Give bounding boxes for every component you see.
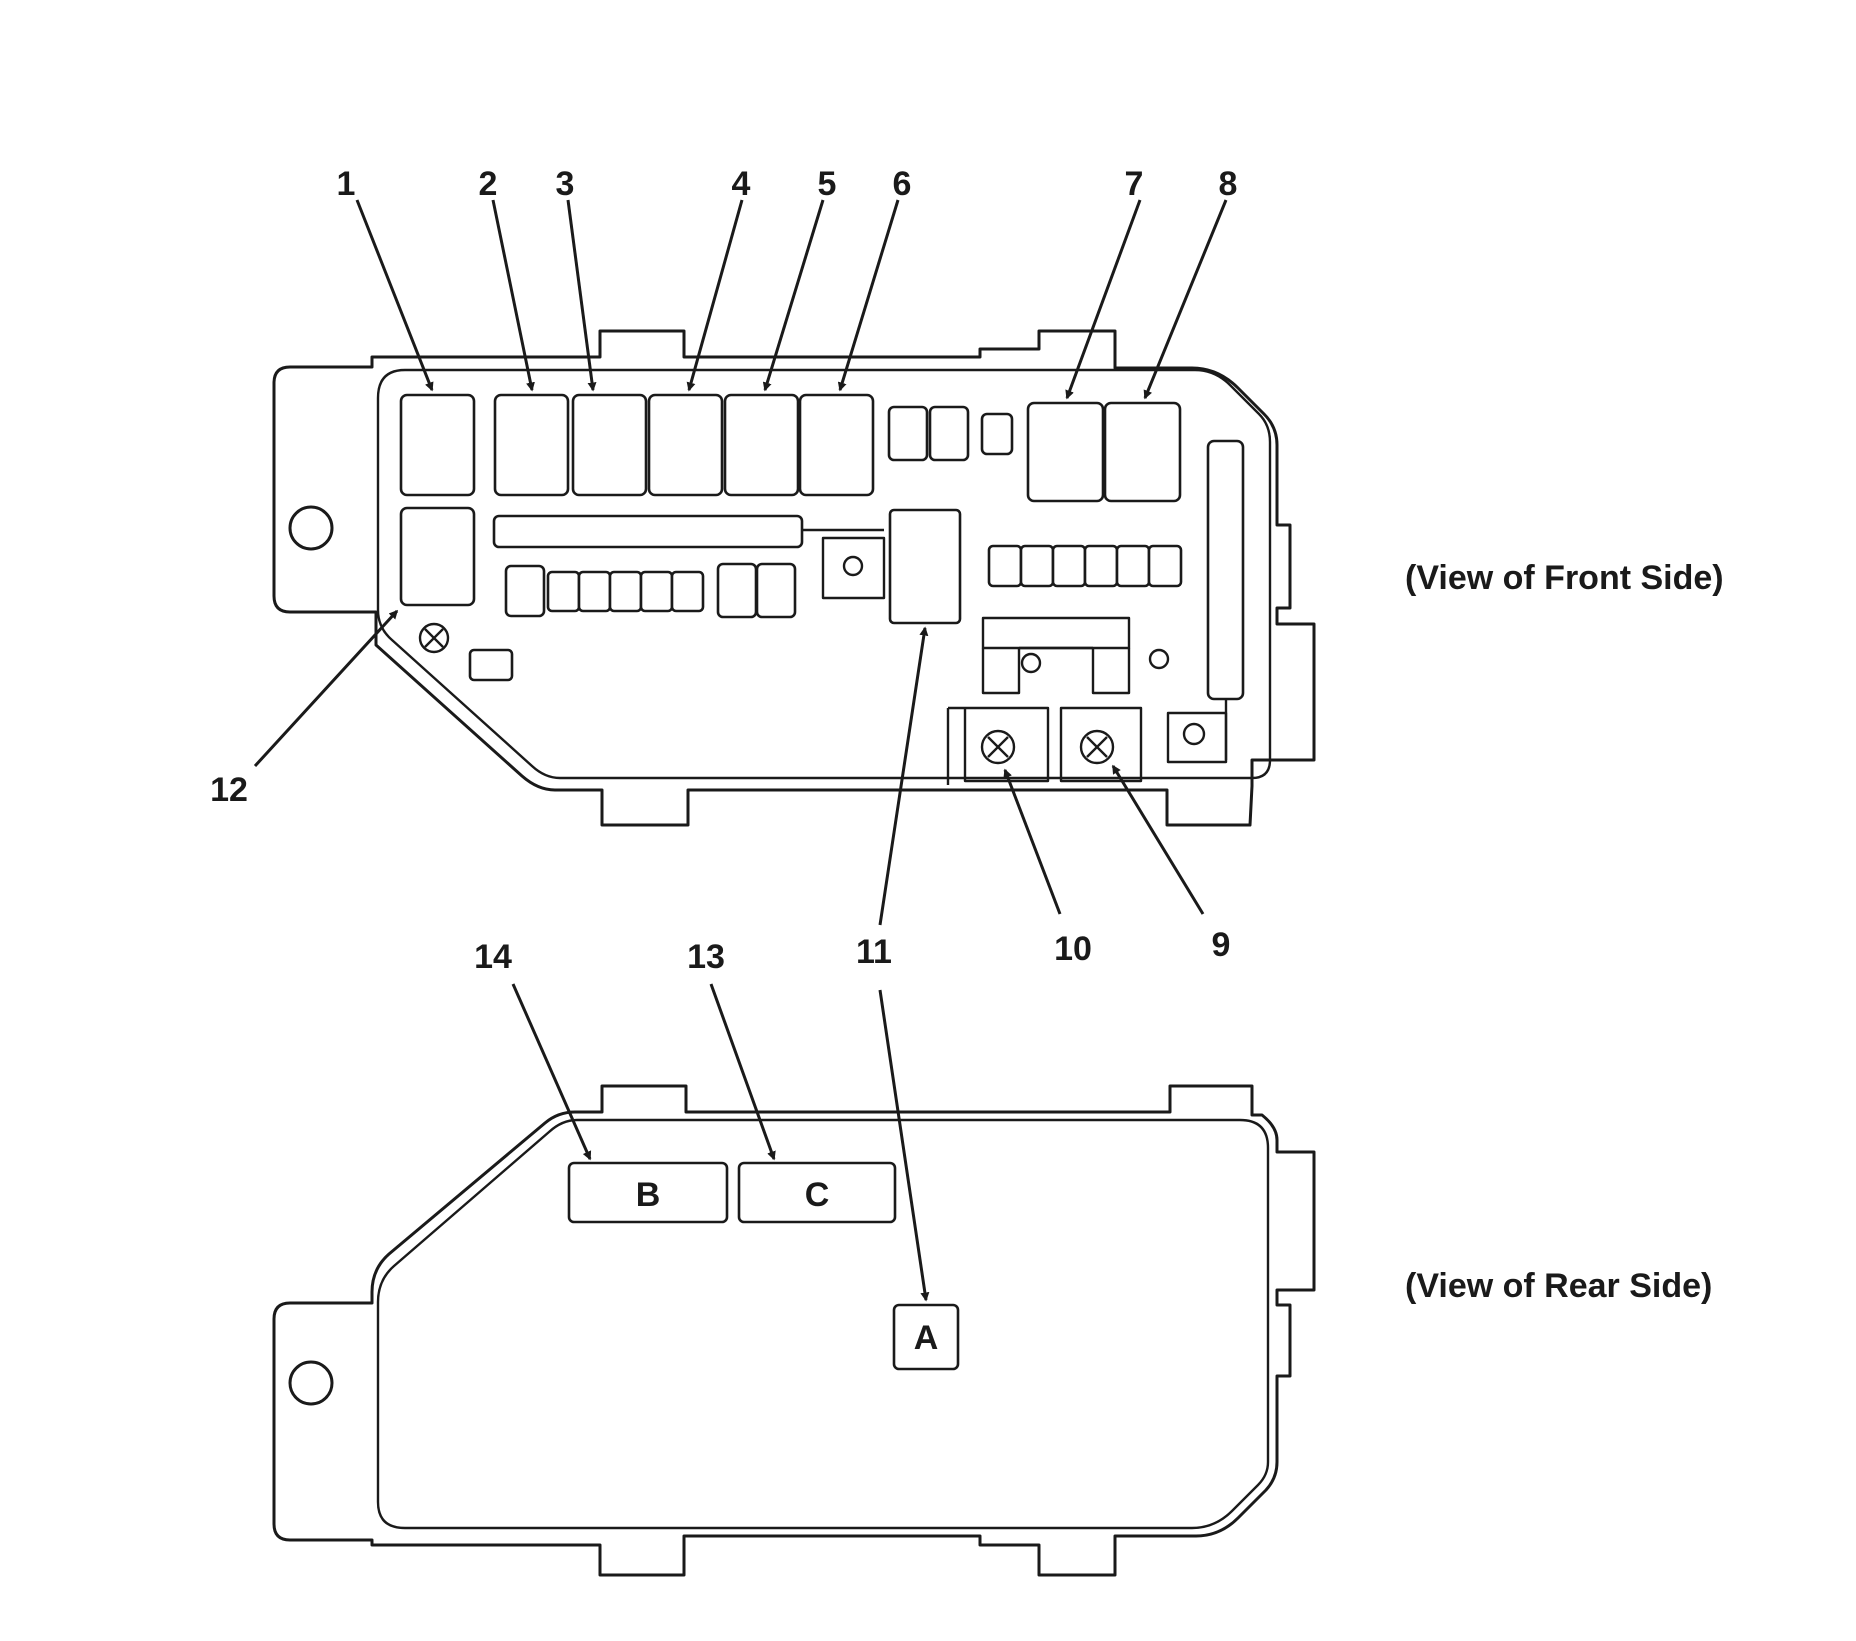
- callout-10: 10: [1054, 930, 1092, 968]
- rear-housing-inner-rim: [376, 1118, 1270, 1530]
- callout-13-arrow: [709, 983, 776, 1161]
- fuse-6: [798, 393, 875, 497]
- fuse-1: [399, 393, 476, 497]
- front-housing-outline: [272, 329, 1316, 827]
- rear-side-view: B C A: [272, 983, 1316, 1577]
- mini-fuse: [1147, 544, 1183, 588]
- mini-fuse: [1083, 544, 1119, 588]
- fuse-3: [571, 393, 648, 497]
- callout-3: 3: [556, 165, 575, 203]
- mini-fuse: [755, 562, 797, 619]
- terminal-9-housing: [1059, 706, 1143, 783]
- fuse-4: [647, 393, 724, 497]
- fuse-5: [723, 393, 800, 497]
- callout-7-arrow: [1065, 199, 1142, 400]
- terminal-hole: [842, 555, 864, 577]
- mini-fuse: [670, 570, 705, 613]
- rear-housing-outline: [272, 1084, 1316, 1577]
- connector-a: [892, 1303, 960, 1371]
- relay-11: [888, 508, 962, 625]
- mini-fuse: [1019, 544, 1055, 588]
- small-fuse: [887, 405, 929, 462]
- callout-6-arrow: [837, 199, 900, 392]
- small-clip: [468, 648, 514, 682]
- front-mounting-hole: [288, 505, 334, 551]
- front-housing-inner-rim: [376, 368, 1272, 780]
- screw-small: [418, 622, 450, 654]
- mini-fuse: [716, 562, 758, 619]
- relay-8: [1103, 401, 1182, 503]
- small-fuse: [928, 405, 970, 462]
- callout-8-arrow: [1143, 199, 1228, 400]
- callout-4: 4: [732, 165, 751, 203]
- mini-fuse: [608, 570, 643, 613]
- callout-11: 11: [856, 933, 892, 971]
- callout-5-arrow: [762, 199, 825, 392]
- small-fuse: [980, 412, 1014, 456]
- connector-c-label: C: [805, 1176, 830, 1214]
- front-side-view: [253, 199, 1316, 926]
- bracket-left-leg: [981, 648, 1021, 695]
- callout-7: 7: [1125, 165, 1144, 203]
- ground-terminal-hole: [1182, 722, 1206, 746]
- callout-11-arrow-up: [878, 626, 929, 926]
- fuse-12: [399, 506, 476, 607]
- connector-c: [737, 1161, 897, 1224]
- bracket-right-leg: [1091, 648, 1131, 695]
- terminal-9-screw: [1079, 729, 1115, 765]
- callout-8: 8: [1219, 165, 1238, 203]
- terminal-block: [821, 536, 886, 600]
- callout-9-arrow: [1111, 764, 1205, 915]
- connector-b-label: B: [636, 1176, 661, 1214]
- callout-6: 6: [893, 165, 912, 203]
- callout-3-arrow: [566, 199, 597, 392]
- callout-2-arrow: [491, 199, 535, 392]
- callout-13: 13: [687, 938, 725, 976]
- rear-mounting-hole: [288, 1360, 334, 1406]
- callout-1-arrow: [355, 199, 434, 392]
- front-view-label: (View of Front Side): [1405, 559, 1724, 597]
- fuse-bar: [492, 514, 804, 549]
- callout-1: 1: [337, 165, 356, 203]
- ground-terminal: [1166, 711, 1228, 764]
- callout-10-arrow: [1003, 768, 1062, 915]
- terminal-10-screw: [980, 729, 1016, 765]
- callout-11-arrow-down: [878, 989, 930, 1302]
- callout-2: 2: [479, 165, 498, 203]
- callout-12: 12: [210, 771, 248, 809]
- connector-b: [567, 1161, 729, 1224]
- rear-view-label: (View of Rear Side): [1405, 1267, 1712, 1305]
- connector-a-label: A: [914, 1319, 939, 1357]
- mini-fuse: [504, 564, 546, 618]
- mini-fuse: [639, 570, 674, 613]
- bracket-hole: [1020, 652, 1042, 674]
- callout-12-arrow: [253, 609, 399, 768]
- bracket-top: [981, 616, 1131, 650]
- relay-7: [1026, 401, 1105, 503]
- mini-fuse: [577, 570, 612, 613]
- mini-fuse: [1051, 544, 1087, 588]
- bracket-hole-right: [1148, 648, 1170, 670]
- mini-fuse: [546, 570, 581, 613]
- mini-fuse: [987, 544, 1023, 588]
- fuse-2: [493, 393, 570, 497]
- terminal-10-housing: [946, 706, 1050, 785]
- callout-14-arrow: [511, 983, 592, 1161]
- vertical-slot: [1206, 439, 1245, 701]
- callout-9: 9: [1212, 926, 1231, 964]
- mini-fuse: [1115, 544, 1151, 588]
- callout-4-arrow: [686, 199, 744, 392]
- callout-5: 5: [818, 165, 837, 203]
- callout-14: 14: [474, 938, 512, 976]
